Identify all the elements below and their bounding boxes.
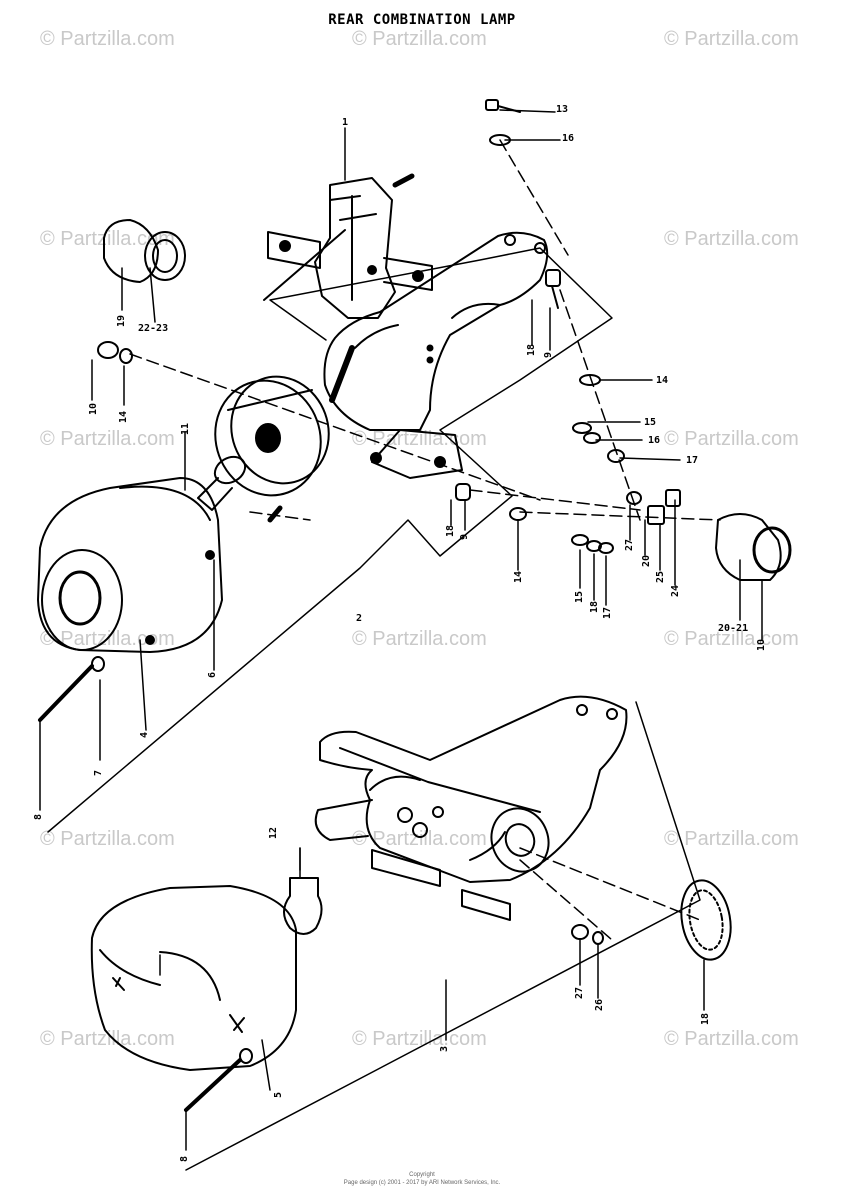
callout-19: 18 [700, 1012, 712, 1026]
callout-15: 15 [574, 590, 586, 604]
exploded-lines [129, 139, 721, 521]
mounting-bracket [263, 173, 433, 319]
footer-page-design: Page design (c) 2001 - 2017 by ARI Netwo… [343, 1180, 501, 1186]
callout-1: 1 [342, 117, 349, 128]
reflector-right [715, 513, 792, 581]
lamp-lens-lower [90, 885, 297, 1071]
callout-6: 6 [207, 671, 219, 679]
callout-7: 7 [93, 769, 105, 777]
callout-11: 11 [180, 422, 192, 436]
callout-20-21: 20-21 [718, 623, 749, 634]
callout-2: 2 [356, 613, 363, 624]
callout-24: 24 [670, 584, 682, 598]
callout-17: 17 [602, 606, 614, 620]
callout-14: 14 [656, 375, 669, 386]
lamp-lens-upper [37, 477, 223, 653]
callout-12: 12 [268, 826, 280, 840]
callout-5: 5 [273, 1091, 285, 1099]
screws [38, 505, 283, 1112]
tail-housing [323, 231, 549, 479]
callout-8: 8 [33, 813, 45, 821]
exploded-lines-lower [519, 847, 701, 941]
callout-17: 17 [686, 455, 699, 466]
small-hardware-lower [571, 924, 604, 945]
lamp-base [214, 375, 330, 497]
callout-22-23: 22-23 [138, 323, 169, 334]
callout-20: 20 [641, 554, 653, 568]
callout-15: 15 [644, 417, 657, 428]
callout-13: 13 [556, 104, 569, 115]
callout-27: 27 [624, 538, 636, 552]
reflector-lower [680, 879, 732, 961]
callout-18: 18 [445, 524, 457, 538]
footer-copyright: Copyright [409, 1172, 435, 1178]
callout-18: 10 [756, 638, 768, 652]
assembly-outline-upper [47, 247, 613, 833]
bulb [283, 847, 323, 935]
tail-housing-lower [314, 695, 628, 921]
callout-19: 19 [116, 314, 128, 328]
leader-lines [39, 109, 763, 811]
leader-lines-lower [185, 847, 705, 1151]
bulb-socket [197, 455, 247, 511]
page-title: REAR COMBINATION LAMP [328, 12, 516, 28]
reflector-left [103, 219, 186, 283]
callout-14: 14 [513, 570, 525, 584]
assembly-outline-lower [185, 701, 701, 1171]
callout-27: 27 [574, 986, 586, 1000]
callout-10: 10 [88, 402, 100, 416]
callout-14: 14 [118, 410, 130, 424]
callout-9: 9 [459, 533, 471, 541]
callout-16: 16 [648, 435, 661, 446]
callout-26: 26 [594, 998, 606, 1012]
callout-16: 18 [589, 600, 601, 614]
callout-4: 4 [139, 731, 151, 739]
callout-25: 25 [655, 570, 667, 584]
callout-16: 16 [562, 133, 575, 144]
callout-3: 3 [439, 1045, 451, 1053]
callout-9: 9 [543, 351, 555, 359]
callout-8: 8 [179, 1155, 191, 1163]
callout-18: 18 [526, 343, 538, 357]
